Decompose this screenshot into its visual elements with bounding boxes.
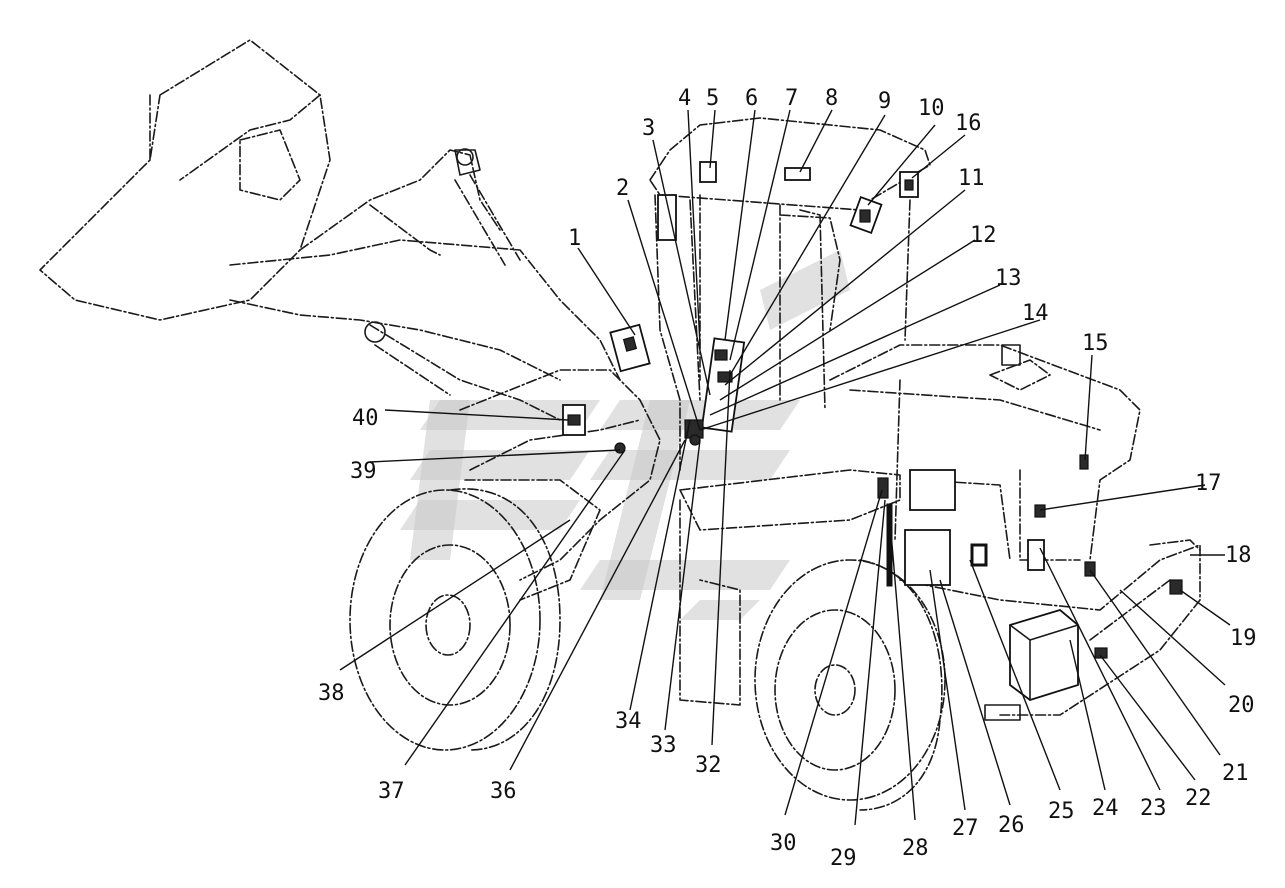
callout-15: 15 — [1082, 331, 1109, 356]
callout-18: 18 — [1225, 543, 1252, 568]
callout-5: 5 — [706, 86, 719, 111]
callout-22: 22 — [1185, 786, 1212, 811]
callout-29: 29 — [830, 846, 857, 871]
watermark-logo — [400, 250, 850, 620]
callout-39: 39 — [350, 459, 377, 484]
callout-34: 34 — [615, 709, 642, 734]
rear-frame — [679, 469, 1201, 716]
callout-1: 1 — [568, 226, 581, 251]
callout-37: 37 — [378, 779, 405, 804]
callout-21: 21 — [1222, 761, 1249, 786]
leader-lines — [339, 109, 1231, 826]
callout-36: 36 — [490, 779, 517, 804]
callout-28: 28 — [902, 836, 929, 861]
callout-17: 17 — [1195, 471, 1222, 496]
callout-labels: 1 2 3 4 5 6 7 8 9 10 16 11 12 13 14 15 1… — [318, 86, 1257, 871]
callout-9: 9 — [878, 89, 891, 114]
callout-25: 25 — [1048, 799, 1075, 824]
callout-3: 3 — [642, 116, 655, 141]
callout-13: 13 — [995, 266, 1022, 291]
callout-7: 7 — [785, 86, 798, 111]
callout-6: 6 — [745, 86, 758, 111]
hydraulic-cylinders — [364, 148, 561, 421]
callout-30: 30 — [770, 831, 797, 856]
front-wheel — [349, 488, 561, 751]
bucket — [39, 39, 331, 321]
callout-33: 33 — [650, 733, 677, 758]
callout-19: 19 — [1230, 626, 1257, 651]
callout-8: 8 — [825, 86, 838, 111]
callout-10: 10 — [918, 96, 945, 121]
callout-26: 26 — [998, 813, 1025, 838]
callout-2: 2 — [616, 176, 629, 201]
lift-arm — [229, 149, 621, 381]
callout-32: 32 — [695, 753, 722, 778]
callout-14: 14 — [1022, 301, 1049, 326]
callout-12: 12 — [970, 223, 997, 248]
callout-16: 16 — [955, 111, 982, 136]
callout-11: 11 — [958, 166, 985, 191]
callout-4: 4 — [678, 86, 691, 111]
callout-24: 24 — [1092, 796, 1119, 821]
callout-27: 27 — [952, 816, 979, 841]
engine-hood — [829, 344, 1141, 561]
callout-20: 20 — [1228, 693, 1255, 718]
callout-38: 38 — [318, 681, 345, 706]
callout-40: 40 — [352, 406, 379, 431]
callout-23: 23 — [1140, 796, 1167, 821]
